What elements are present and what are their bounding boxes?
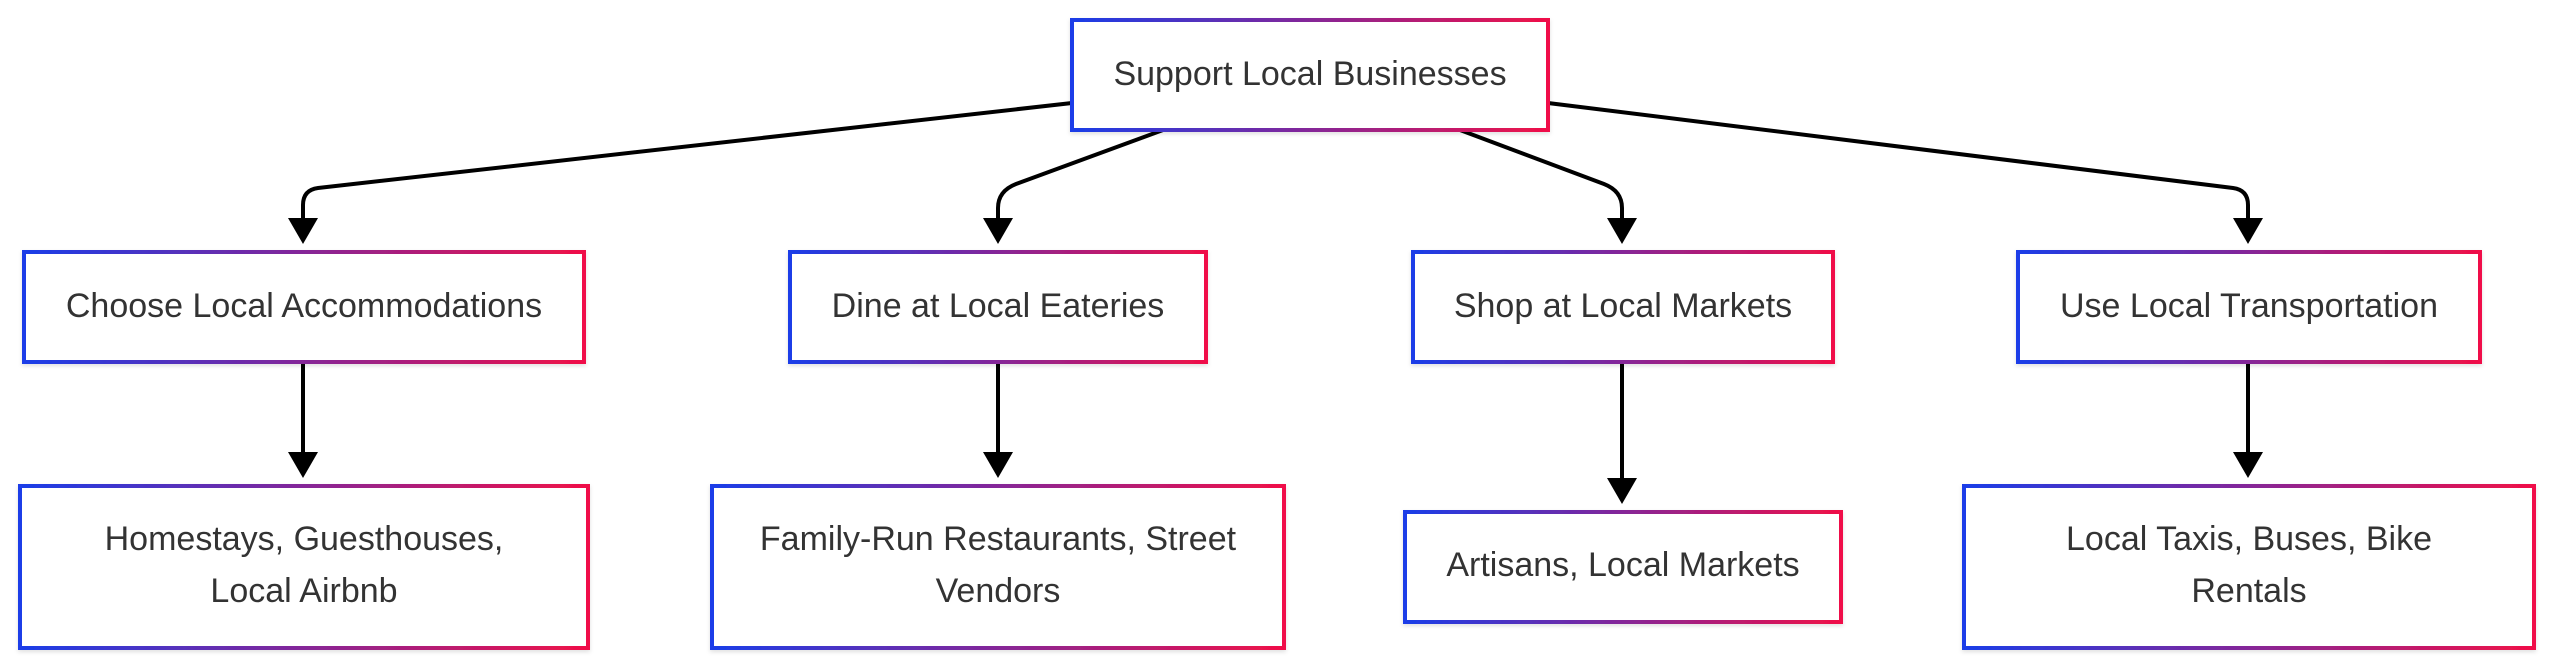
node-eateries: Dine at Local Eateries bbox=[788, 250, 1208, 364]
node-markets-detail-line-1: Artisans, Local Markets bbox=[1446, 546, 1799, 584]
node-accommodations-label: Choose Local Accommodations bbox=[66, 287, 542, 325]
edges bbox=[301, 101, 2250, 482]
node-eateries-label: Dine at Local Eateries bbox=[832, 287, 1165, 325]
node-transportation-detail-line-1: Local Taxis, Buses, Bike bbox=[2066, 520, 2432, 558]
node-accommodations-detail: Homestays, Guesthouses, Local Airbnb bbox=[18, 484, 590, 650]
node-eateries-detail-line-1: Family-Run Restaurants, Street bbox=[760, 520, 1237, 558]
arrowheads bbox=[288, 218, 2263, 504]
node-eateries-detail-line-2: Vendors bbox=[936, 572, 1061, 610]
arrowhead-markets-detail bbox=[1607, 478, 1637, 504]
node-markets-label: Shop at Local Markets bbox=[1454, 287, 1792, 325]
node-root-label: Support Local Businesses bbox=[1113, 55, 1506, 93]
edge-root-to-markets bbox=[1459, 128, 1624, 222]
edge-root-to-accommodations bbox=[301, 101, 1073, 222]
node-accommodations-detail-line-1: Homestays, Guesthouses, bbox=[105, 520, 504, 558]
edge-root-to-transportation bbox=[1547, 101, 2250, 222]
arrowhead-eateries-detail bbox=[983, 452, 1013, 478]
node-markets: Shop at Local Markets bbox=[1411, 250, 1835, 364]
node-accommodations-detail-line-2: Local Airbnb bbox=[210, 572, 397, 610]
edge-root-to-eateries bbox=[996, 128, 1164, 222]
arrowhead-eateries bbox=[983, 218, 1013, 244]
arrowhead-accommodations bbox=[288, 218, 318, 244]
node-markets-detail: Artisans, Local Markets bbox=[1403, 510, 1843, 624]
node-accommodations: Choose Local Accommodations bbox=[22, 250, 586, 364]
arrowhead-markets bbox=[1607, 218, 1637, 244]
node-root: Support Local Businesses bbox=[1070, 18, 1550, 132]
arrowhead-transportation bbox=[2233, 218, 2263, 244]
node-transportation: Use Local Transportation bbox=[2016, 250, 2482, 364]
arrowhead-accommodations-detail bbox=[288, 452, 318, 478]
node-transportation-label: Use Local Transportation bbox=[2060, 287, 2438, 325]
node-eateries-detail: Family-Run Restaurants, Street Vendors bbox=[710, 484, 1286, 650]
node-transportation-detail: Local Taxis, Buses, Bike Rentals bbox=[1962, 484, 2536, 650]
arrowhead-transportation-detail bbox=[2233, 452, 2263, 478]
node-transportation-detail-line-2: Rentals bbox=[2191, 572, 2306, 610]
